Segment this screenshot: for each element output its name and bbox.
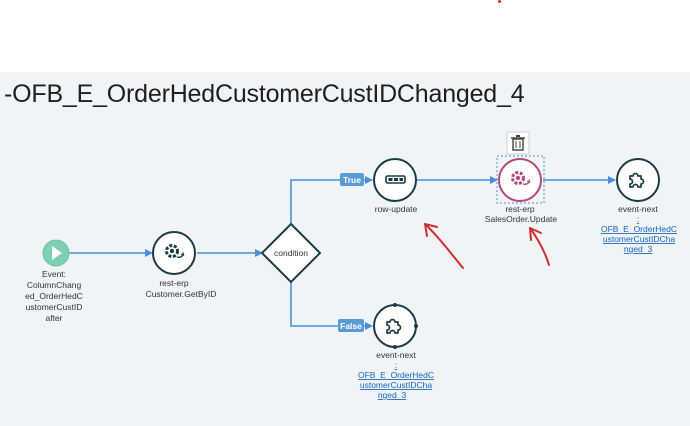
event-next-bottom-node[interactable]: event-next : OFB_E_OrderHedC ustomerCust…	[358, 303, 434, 400]
row-update-label: row-update	[375, 204, 418, 214]
annotation-arrow-salesorder	[529, 227, 550, 266]
puzzle-icon	[629, 172, 645, 188]
event-next-bottom-type: event-next	[376, 350, 416, 360]
true-branch-label: True	[340, 173, 364, 186]
connector-handle[interactable]	[393, 345, 397, 349]
event-next-bottom-link-2[interactable]: OFB_E_OrderHedC	[358, 370, 434, 380]
edge-condition-true[interactable]	[290, 176, 373, 224]
event-next-top-link-3[interactable]: ustomerCustIDCha	[603, 234, 676, 244]
connector-handle[interactable]	[414, 324, 418, 328]
event-next-bottom-link-3[interactable]: ustomerCustIDCha	[360, 380, 433, 390]
event-next-top-link-4[interactable]: nged_3	[624, 244, 653, 254]
table-row-icon	[385, 175, 406, 184]
gear-sync-icon	[511, 171, 531, 186]
node-toolbar	[506, 131, 530, 155]
start-label-line-4: ustomerCustID	[26, 302, 83, 312]
true-branch-text: True	[343, 175, 361, 185]
event-next-top-type: event-next	[618, 204, 658, 214]
edges	[69, 176, 616, 330]
false-branch-label: False	[338, 319, 364, 332]
start-event-node[interactable]: Event: ColumnChang ed_OrderHedC ustomerC…	[25, 239, 83, 323]
rest-customer-type: rest-erp	[159, 278, 189, 288]
puzzle-icon	[386, 318, 402, 334]
connector-handle[interactable]	[393, 303, 397, 307]
event-next-top-link-1[interactable]: :	[637, 214, 639, 224]
trash-icon[interactable]	[511, 135, 525, 151]
row-update-node[interactable]: row-update	[373, 158, 418, 214]
start-label-line-2: ColumnChang	[27, 280, 82, 290]
event-next-bottom-link-1[interactable]: :	[395, 360, 397, 370]
start-label-line-1: Event:	[42, 269, 66, 279]
event-next-top-node[interactable]: event-next : OFB_E_OrderHedC ustomerCust…	[601, 158, 677, 254]
annotation-dot	[498, 0, 501, 3]
rest-salesorder-sub: SalesOrder.Update	[485, 214, 558, 224]
rest-customer-sub: Customer.GetByID	[146, 289, 217, 299]
play-icon	[52, 246, 62, 260]
gear-sync-icon	[165, 244, 185, 259]
start-label-line-5: after	[45, 313, 62, 323]
rest-salesorder-type: rest-erp	[505, 204, 535, 214]
start-label-line-3: ed_OrderHedC	[25, 291, 83, 301]
flow-title: -OFB_E_OrderHedCustomerCustIDChanged_4	[4, 80, 525, 108]
event-next-top-link-2[interactable]: OFB_E_OrderHedC	[601, 224, 677, 234]
flow-canvas[interactable]: -OFB_E_OrderHedCustomerCustIDChanged_4	[0, 72, 690, 426]
condition-node[interactable]: condition	[260, 222, 322, 284]
rest-erp-customer-node[interactable]: rest-erp Customer.GetByID	[146, 231, 217, 299]
rest-erp-salesorder-node[interactable]: rest-erp SalesOrder.Update	[485, 131, 558, 224]
selection-box	[496, 155, 545, 204]
false-branch-text: False	[340, 321, 362, 331]
top-blank-area	[0, 0, 690, 72]
condition-label: condition	[274, 248, 308, 258]
event-next-bottom-link-4[interactable]: nged_3	[378, 390, 407, 400]
annotation-arrow-row-update	[424, 223, 464, 269]
